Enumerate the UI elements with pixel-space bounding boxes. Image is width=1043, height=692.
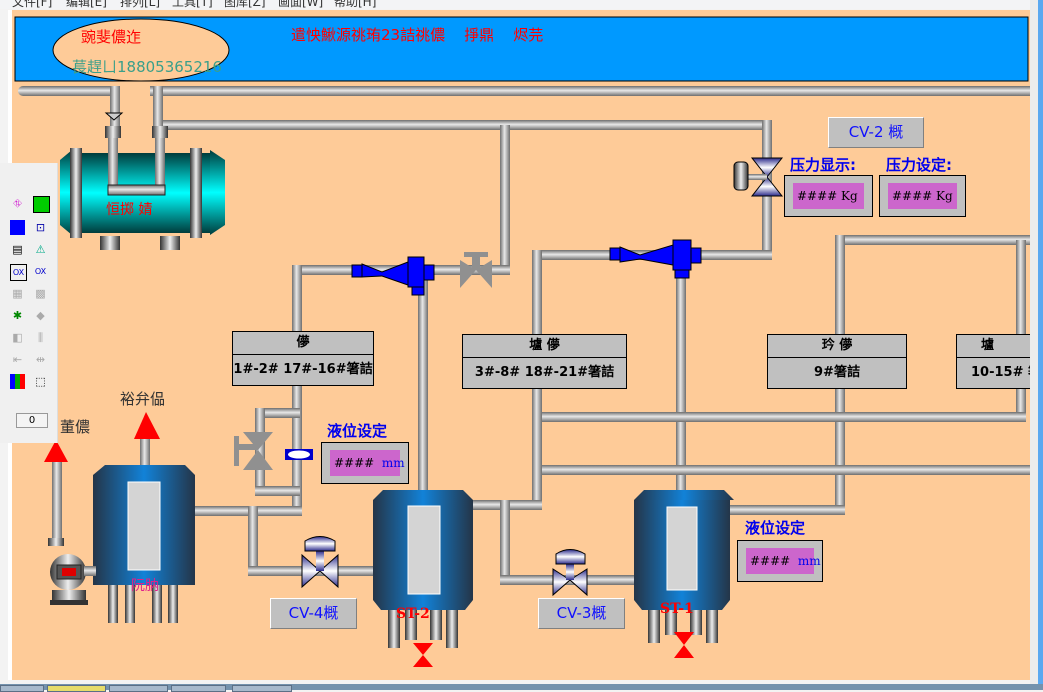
toolbox-palette: ⛗ ⊡ ▤ ⚠ OX OX ▦ ▩ ✱ ◆ ◧ ⫼ ⇤ ⇹ ⬚ 0 <box>0 163 58 443</box>
tank-left <box>93 465 195 623</box>
menu-help[interactable]: 帮助[H] <box>334 0 377 9</box>
bottom-tab-3[interactable] <box>109 685 168 692</box>
zone-label-1: 儚 1#-2# 17#-16#箸詰 <box>232 331 374 386</box>
level-unit-1: mm <box>381 456 405 470</box>
zone-label-header: 玪 儚 <box>768 335 906 358</box>
palette-icon[interactable] <box>10 374 25 389</box>
level-setpoint-value-1[interactable]: #### mm <box>330 450 405 476</box>
left-tank-label: 阮肭 <box>131 578 159 594</box>
zone-label-body: 10-15# 箸 <box>971 365 1038 380</box>
pressure-display: #### Kg <box>784 175 873 217</box>
phone-number: 萇趕ㄩ18805365216 <box>72 58 222 76</box>
spiral-icon[interactable]: ⊡ <box>35 221 46 234</box>
select-icon[interactable]: ⬚ <box>35 375 46 388</box>
drain-valve-st1[interactable] <box>674 632 694 658</box>
bypass-valve-grey[interactable] <box>234 432 273 470</box>
arrow-label-mid: 裕弁偘 <box>120 390 166 408</box>
level-value-2: #### <box>750 554 791 568</box>
zone-label-header: 儚 <box>233 332 373 355</box>
window-edge <box>1038 0 1043 690</box>
venturi-valve-2[interactable] <box>609 239 702 279</box>
arrow-label-left: 董儂 <box>60 418 91 436</box>
level-setpoint-label-1: 液位设定 <box>327 422 388 440</box>
process-graphic <box>14 16 1030 667</box>
paste-icon[interactable]: ▩ <box>35 287 46 300</box>
flow-meter-window <box>288 450 310 459</box>
zone-label-body: 3#-8# 18#-21#箸詰 <box>474 365 615 380</box>
zone-label-header: 壚 儚 <box>463 335 626 358</box>
bottom-tab-5[interactable] <box>232 685 292 692</box>
pump <box>48 538 96 605</box>
tank-st1 <box>634 490 734 643</box>
distribute-v-icon[interactable]: ⇹ <box>35 353 46 366</box>
bottom-tab-bar <box>0 684 1043 692</box>
report-icon[interactable]: ▤ <box>12 243 23 256</box>
zone-label-body: 1#-2# 17#-16#箸詰 <box>233 362 373 377</box>
alarm-icon[interactable]: ⚠ <box>35 243 46 256</box>
pressure-setpoint-label: 压力设定: <box>886 156 952 174</box>
control-valve-cv3[interactable] <box>552 549 588 597</box>
align-center-icon[interactable]: ⫼ <box>37 331 44 344</box>
company-title: 豌斐儂迮 <box>81 28 142 46</box>
gate-valve-grey[interactable] <box>460 252 492 288</box>
headline-part2: 掙鼎 <box>464 26 495 44</box>
menu-window[interactable]: 画面[W] <box>278 0 324 9</box>
green-panel-icon[interactable] <box>33 196 50 213</box>
level-setpoint-label-2: 液位设定 <box>745 519 806 537</box>
arrow-up-red-mid <box>134 412 160 439</box>
zone-label-4: 壚 10-15# 箸 <box>956 334 1038 389</box>
level-unit-2: mm <box>797 554 821 568</box>
cv4-button[interactable]: CV-4概 <box>270 598 357 629</box>
zone-label-header: 壚 <box>957 335 1037 358</box>
zone-label-body: 9#箸詰 <box>814 365 860 380</box>
menu-file[interactable]: 文件[F] <box>12 0 53 9</box>
tank-st2 <box>373 490 473 648</box>
right-scrollbar[interactable] <box>1030 0 1043 690</box>
distribute-h-icon[interactable]: ⇤ <box>12 353 23 366</box>
pressure-display-value: #### Kg <box>793 183 864 209</box>
pressure-setpoint-value[interactable]: #### Kg <box>888 183 957 209</box>
menu-tools[interactable]: 工具[T] <box>172 0 213 9</box>
menu-bar: 文件[F] 编辑[E] 排列[L] 工具[T] 图库[Z] 画面[W] 帮助[H… <box>0 0 1030 9</box>
ocx-icon[interactable]: OX <box>34 267 47 276</box>
banner-headline: 遣怏鰍源祧珛23詰祧儂 掙鼎 烬芫 <box>291 24 543 45</box>
company-ellipse <box>52 18 230 82</box>
tank-st1-label: ST-1 <box>660 601 694 617</box>
horizontal-tank-label: 恒掷 婧 <box>106 202 153 218</box>
toolbox-number-field[interactable]: 0 <box>16 413 48 428</box>
copy-icon[interactable]: ▦ <box>12 287 23 300</box>
bottom-tab-1[interactable] <box>0 685 44 692</box>
drawing-icon[interactable]: ⛗ <box>13 197 22 210</box>
drain-valve-st2[interactable] <box>413 643 433 667</box>
bottom-tab-2[interactable] <box>47 685 106 692</box>
align-left-icon[interactable]: ◧ <box>12 331 23 344</box>
cv2-button[interactable]: CV-2 概 <box>828 117 924 148</box>
ungroup-icon[interactable]: ◆ <box>36 309 45 322</box>
menu-library[interactable]: 图库[Z] <box>224 0 266 9</box>
pressure-display-label: 压力显示: <box>790 156 856 174</box>
blue-rect-icon[interactable] <box>10 220 25 235</box>
zone-label-3: 玪 儚 9#箸詰 <box>767 334 907 389</box>
venturi-valve-1[interactable] <box>351 256 435 296</box>
tank-st2-label: ST-2 <box>396 606 430 622</box>
menu-edit[interactable]: 编辑[E] <box>66 0 107 9</box>
level-value-1: #### <box>334 456 375 470</box>
control-valve-cv4[interactable] <box>301 536 339 589</box>
zone-label-2: 壚 儚 3#-8# 18#-21#箸詰 <box>462 334 627 389</box>
level-setpoint-value-2[interactable]: #### mm <box>746 548 821 574</box>
pressure-setpoint[interactable]: #### Kg <box>879 175 966 217</box>
horizontal-tank <box>60 112 225 250</box>
headline-part3: 烬芫 <box>513 26 544 44</box>
group-icon[interactable]: ✱ <box>12 309 23 322</box>
ocx-box-icon[interactable]: OX <box>10 264 27 281</box>
control-valve-cv2[interactable] <box>733 157 784 197</box>
menu-arrange[interactable]: 排列[L] <box>120 0 161 9</box>
headline-text: 遣怏鰍源祧珛23詰祧儂 <box>291 26 446 44</box>
cv3-button[interactable]: CV-3概 <box>538 598 625 629</box>
level-setpoint-1[interactable]: #### mm <box>321 442 409 484</box>
bottom-tab-4[interactable] <box>171 685 226 692</box>
arrow-up-red-left <box>44 440 68 462</box>
level-setpoint-2[interactable]: #### mm <box>737 540 823 582</box>
